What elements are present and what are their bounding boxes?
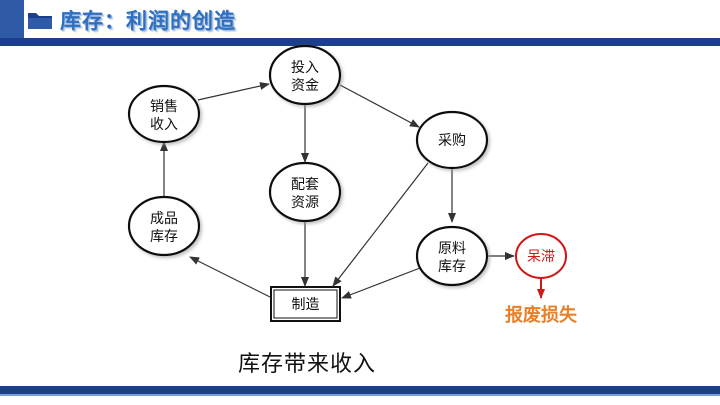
edge-manufacture-to-finished <box>189 256 271 298</box>
node-sales-line2: 收入 <box>150 117 178 133</box>
node-purchase-line1: 采购 <box>438 133 466 149</box>
node-finished-line2: 库存 <box>150 229 178 245</box>
header-accent <box>0 0 24 40</box>
edge-raw-to-manufacture <box>341 267 421 299</box>
footer-bar <box>0 386 720 394</box>
header-bar <box>0 38 720 46</box>
node-invest-line1: 投入 <box>291 60 319 76</box>
slide-title: 库存：利润的创造 <box>60 9 236 33</box>
node-sales: 销售 收入 <box>127 84 201 144</box>
node-support-line1: 配套 <box>291 177 319 193</box>
node-support-line2: 资源 <box>291 195 319 211</box>
folder-icon <box>28 13 52 29</box>
node-finished: 成品 库存 <box>127 195 201 257</box>
node-support: 配套 资源 <box>268 161 342 223</box>
node-raw-line2: 库存 <box>438 259 466 275</box>
node-finished-line1: 成品 <box>150 211 178 227</box>
edge-sales-to-invest <box>197 82 270 101</box>
node-purchase: 采购 <box>415 110 489 170</box>
node-invest-line2: 资金 <box>291 78 319 94</box>
node-raw-line1: 原料 <box>438 241 466 257</box>
node-manufacture: 制造 <box>270 286 341 322</box>
node-invest: 投入 资金 <box>268 44 342 106</box>
edge-purchase-to-manufacture <box>332 162 429 287</box>
slide-header: 库存：利润的创造 <box>0 0 720 40</box>
node-sales-line1: 销售 <box>150 99 178 115</box>
title-wrap: 库存：利润的创造 <box>26 3 236 37</box>
node-stagnant: 呆滞 <box>515 233 567 279</box>
edge-invest-to-purchase <box>339 84 420 128</box>
node-stagnant-label: 呆滞 <box>527 249 555 265</box>
node-manufacture-label: 制造 <box>292 297 320 313</box>
node-raw: 原料 库存 <box>415 225 489 287</box>
diagram-caption: 库存带来收入 <box>238 352 376 377</box>
footer-line <box>0 394 720 396</box>
loss-label: 报废损失 <box>505 304 578 326</box>
